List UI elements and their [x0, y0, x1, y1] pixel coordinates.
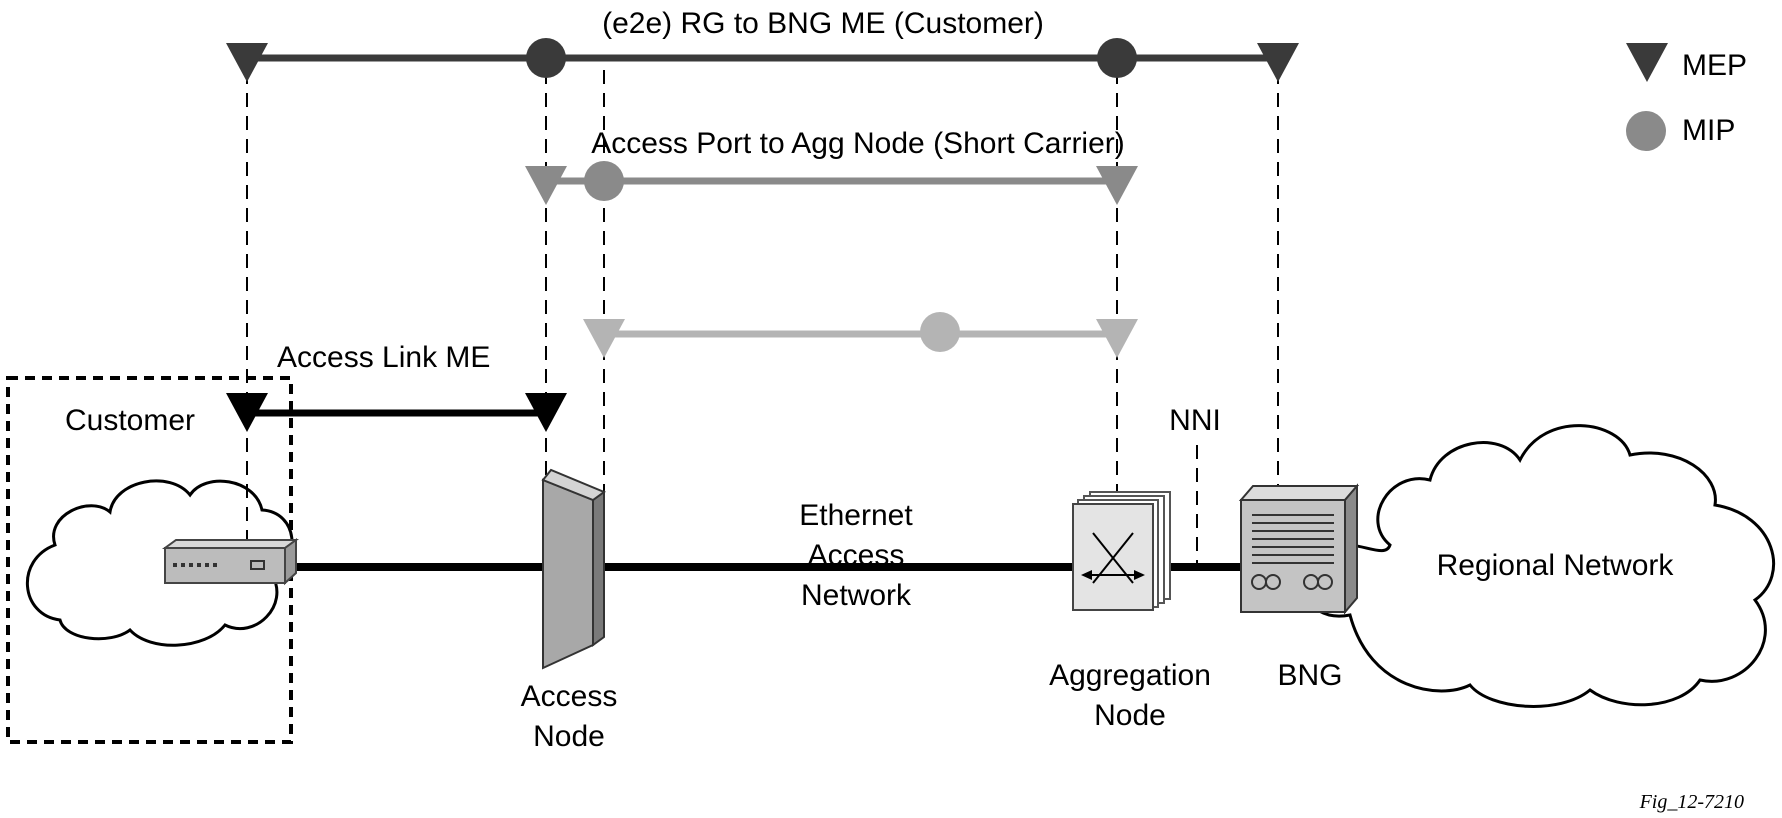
- me-label: Access Port to Agg Node (Short Carrier): [591, 127, 1125, 160]
- me-label: Access Link ME: [277, 341, 490, 374]
- aggregation-node-label: Node: [1094, 699, 1166, 732]
- regional-network-cloud-icon: [1301, 424, 1775, 708]
- customer-cloud-icon: [26, 479, 294, 647]
- mip-circle-icon: [920, 312, 960, 352]
- mep-triangle-down-icon: [226, 393, 268, 432]
- access-node-label: Access: [521, 680, 618, 713]
- me-access-node-to-agg: [583, 312, 1138, 358]
- regional-network-label: Regional Network: [1437, 549, 1675, 582]
- mep-triangle-down-icon: [1096, 166, 1138, 205]
- bng-icon: [1238, 483, 1360, 615]
- nni-label: NNI: [1169, 404, 1221, 437]
- mep-triangle-down-icon: [226, 43, 268, 82]
- aggregation-node-icon: [1072, 491, 1171, 611]
- residential-gateway-icon: [161, 538, 300, 586]
- ethernet-access-network-label: Access: [808, 539, 905, 572]
- me-e2e-rg-to-bng: (e2e) RG to BNG ME (Customer): [226, 7, 1299, 82]
- mep-triangle-down-icon: [525, 166, 567, 205]
- bng-label: BNG: [1277, 659, 1342, 692]
- mip-circle-icon: [526, 38, 566, 78]
- legend-mip-label: MIP: [1682, 114, 1735, 147]
- legend-mip-circle-icon: [1626, 111, 1666, 151]
- access-node-label: Node: [533, 720, 605, 753]
- customer-label: Customer: [65, 404, 195, 437]
- access-node-icon: [541, 468, 607, 670]
- me-label: (e2e) RG to BNG ME (Customer): [602, 7, 1044, 40]
- aggregation-node-label: Aggregation: [1049, 659, 1211, 692]
- legend-mep-triangle-down-icon: [1626, 43, 1668, 82]
- mep-triangle-down-icon: [525, 393, 567, 432]
- mip-circle-icon: [584, 161, 624, 201]
- figure-id-label: Fig_12-7210: [1639, 791, 1744, 813]
- legend: MEP MIP: [1626, 43, 1747, 151]
- mep-triangle-down-icon: [1257, 43, 1299, 82]
- me-access-link: Access Link ME: [226, 341, 567, 432]
- me-access-port-to-agg: Access Port to Agg Node (Short Carrier): [525, 127, 1138, 205]
- legend-mep-label: MEP: [1682, 49, 1747, 82]
- ethernet-access-network-label: Ethernet: [799, 499, 913, 532]
- mip-circle-icon: [1097, 38, 1137, 78]
- mep-triangle-down-icon: [1096, 319, 1138, 358]
- ethernet-access-network-label: Network: [801, 579, 912, 612]
- mep-triangle-down-icon: [583, 319, 625, 358]
